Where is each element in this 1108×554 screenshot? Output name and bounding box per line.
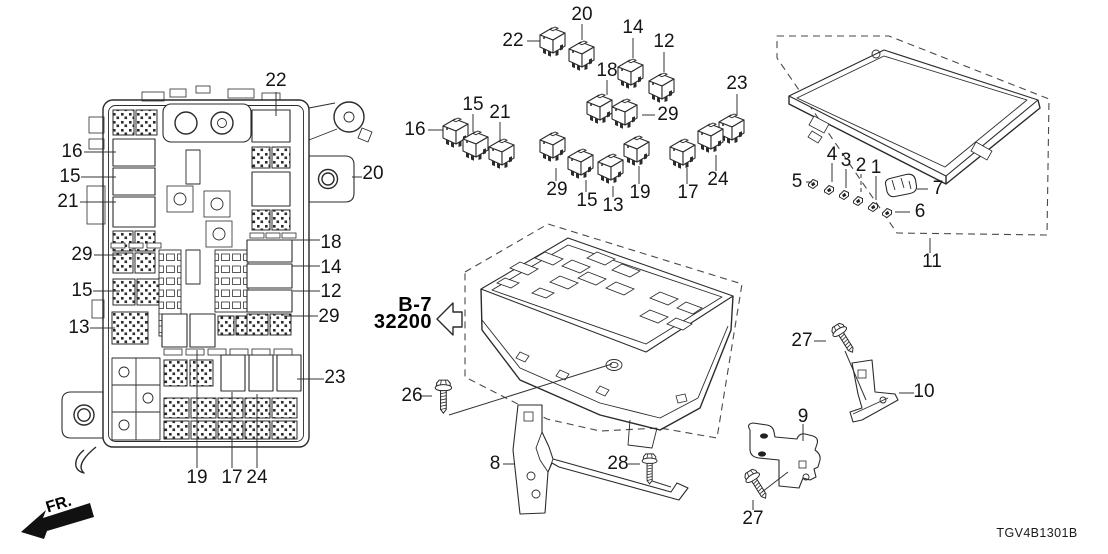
callout-29-4: 29 — [71, 244, 93, 265]
housing-boundary-dashed — [464, 223, 743, 439]
connector-ref-line1: B-7 — [398, 294, 432, 316]
callout-24-31: 24 — [707, 169, 729, 190]
callout-15-27: 15 — [576, 190, 598, 211]
callout-13-28: 13 — [602, 195, 624, 216]
callout-16-1: 16 — [61, 141, 83, 162]
callout-12-10: 12 — [320, 281, 342, 302]
callout-29-11: 29 — [318, 306, 340, 327]
callout-8-41: 8 — [489, 453, 501, 474]
relay-cluster-art — [428, 24, 745, 197]
callout-21-3: 21 — [57, 191, 79, 212]
callout-27-43: 27 — [742, 508, 764, 529]
callout-26-40: 26 — [401, 385, 423, 406]
callout-19-29: 19 — [629, 182, 651, 203]
main-housing-art — [464, 223, 743, 449]
callout-14-18: 14 — [622, 17, 644, 38]
callout-28-42: 28 — [607, 453, 629, 474]
bracket-10-art — [814, 320, 914, 423]
callout-7-37: 7 — [932, 178, 944, 199]
callout-4-33: 4 — [826, 144, 838, 165]
callout-23-22: 23 — [726, 73, 748, 94]
callout-23-12: 23 — [324, 367, 346, 388]
callout-12-19: 12 — [653, 31, 675, 52]
callout-22-0: 22 — [265, 70, 287, 91]
callout-29-21: 29 — [657, 104, 679, 125]
callout-13-6: 13 — [68, 317, 90, 338]
callout-18-20: 18 — [596, 60, 618, 81]
callout-5-32: 5 — [791, 171, 803, 192]
callout-27-46: 27 — [791, 330, 813, 351]
callout-11-39: 11 — [922, 251, 942, 272]
callout-24-15: 24 — [246, 467, 268, 488]
bracket-8-art — [503, 404, 689, 515]
callout-16-23: 16 — [404, 119, 426, 140]
callout-18-8: 18 — [320, 232, 342, 253]
callout-15-24: 15 — [462, 94, 484, 115]
callout-10-45: 10 — [913, 381, 935, 402]
callout-29-26: 29 — [546, 179, 568, 200]
b7-block-arrow-icon — [436, 302, 463, 336]
callout-3-34: 3 — [840, 150, 852, 171]
connector-ref-line2: 32200 — [373, 311, 432, 333]
callout-17-14: 17 — [221, 467, 243, 488]
callout-9-44: 9 — [797, 406, 809, 427]
callout-17-30: 17 — [677, 182, 699, 203]
callout-1-36: 1 — [870, 157, 882, 178]
callout-14-9: 14 — [320, 257, 342, 278]
bolt-26-art — [420, 363, 613, 416]
callout-6-38: 6 — [914, 201, 926, 222]
callout-21-25: 21 — [489, 102, 511, 123]
fuse-box-art — [61, 85, 373, 474]
connector-reference: B-7 32200 — [352, 294, 432, 333]
callout-2-35: 2 — [855, 155, 867, 176]
diagram-part-code: TGV4B1301B — [996, 526, 1078, 540]
callout-15-2: 15 — [59, 166, 81, 187]
cover-boundary-dashed — [776, 35, 1050, 236]
callout-20-17: 20 — [571, 4, 593, 25]
bolt-28-art — [628, 453, 672, 488]
callout-19-13: 19 — [186, 467, 208, 488]
callout-20-7: 20 — [362, 163, 384, 184]
callout-22-16: 22 — [502, 30, 524, 51]
cover-assembly-art — [776, 35, 1050, 253]
bracket-9-art — [741, 422, 821, 510]
fr-direction-arrow-icon — [21, 503, 94, 539]
callout-15-5: 15 — [71, 280, 93, 301]
